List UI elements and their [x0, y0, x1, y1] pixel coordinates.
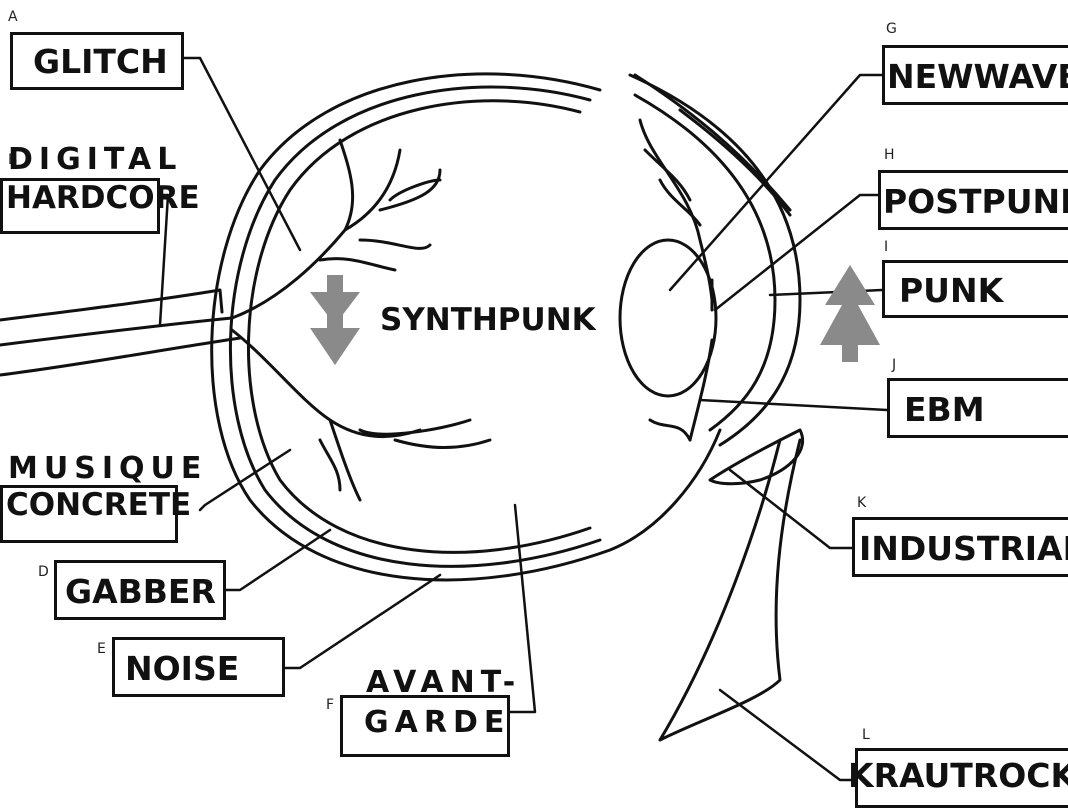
label-garde: GARDE	[364, 705, 511, 740]
label-box-d: GABBER	[54, 560, 226, 620]
label-letter-k: K	[857, 495, 867, 511]
label-letter-b: B	[8, 152, 18, 168]
label-glitch: GLITCH	[33, 42, 168, 81]
label-box-f	[340, 695, 510, 757]
label-box-k: INDUSTRIAL	[852, 517, 1068, 577]
label-letter-f: F	[326, 697, 335, 713]
sclera-inner	[228, 85, 602, 568]
label-postpunk: POSTPUNK	[883, 182, 1068, 221]
label-box-e: NOISE	[112, 637, 285, 697]
label-box-c	[0, 485, 178, 543]
label-hardcore: HARDCORE	[6, 180, 200, 216]
down-arrow-icon	[310, 275, 360, 365]
label-digital: DIGITAL	[8, 142, 183, 177]
lower-lid	[708, 428, 805, 486]
vessel-lower	[230, 328, 492, 502]
iris-lower	[688, 338, 714, 442]
eyelid-top-2	[678, 108, 792, 217]
label-letter-l: L	[862, 727, 870, 743]
choroid	[247, 99, 592, 554]
label-krautrock: KRAUTROCK	[848, 756, 1068, 795]
label-noise: NOISE	[125, 649, 240, 688]
label-punk: PUNK	[899, 271, 1004, 310]
label-musique: MUSIQUE	[8, 451, 208, 486]
label-letter-a: A	[8, 9, 18, 25]
ciliary-detail	[643, 148, 702, 442]
label-letter-e: E	[97, 641, 106, 657]
up-tree-arrow-icon	[820, 265, 880, 362]
label-synthpunk: SYNTHPUNK	[380, 302, 596, 338]
cornea-inner	[633, 93, 777, 432]
cornea-outer	[628, 73, 802, 447]
label-gabber: GABBER	[65, 572, 216, 611]
iris-upper	[638, 118, 714, 302]
optic-nerve-mid	[0, 316, 234, 347]
label-letter-g: G	[886, 21, 897, 37]
label-box-i: PUNK	[882, 260, 1068, 318]
lens	[618, 238, 718, 398]
eyelid-top	[633, 73, 792, 212]
label-letter-j: J	[892, 357, 897, 373]
label-letter-d: D	[38, 564, 49, 580]
lacrimal-shape	[658, 438, 802, 742]
vessel-upper	[230, 138, 442, 320]
label-box-j: EBM	[887, 378, 1068, 438]
label-letter-h: H	[884, 147, 895, 163]
leader-lines	[158, 56, 889, 782]
label-concrete: CONCRETE	[6, 487, 192, 523]
label-box-h: POSTPUNK	[878, 170, 1068, 230]
label-box-a: GLITCH	[10, 32, 184, 90]
label-industrial: INDUSTRIAL	[859, 529, 1068, 568]
label-box-g: NEWWAVE	[882, 45, 1068, 105]
label-ebm: EBM	[904, 390, 985, 429]
optic-nerve-top	[0, 288, 224, 322]
label-letter-i: I	[884, 239, 889, 255]
label-avant: AVANT-	[366, 665, 522, 700]
label-newwave: NEWWAVE	[887, 57, 1068, 96]
label-box-b	[0, 178, 160, 234]
sclera-outer	[210, 72, 722, 582]
optic-nerve-bottom	[0, 336, 242, 377]
label-box-l: KRAUTROCK	[848, 748, 1068, 808]
